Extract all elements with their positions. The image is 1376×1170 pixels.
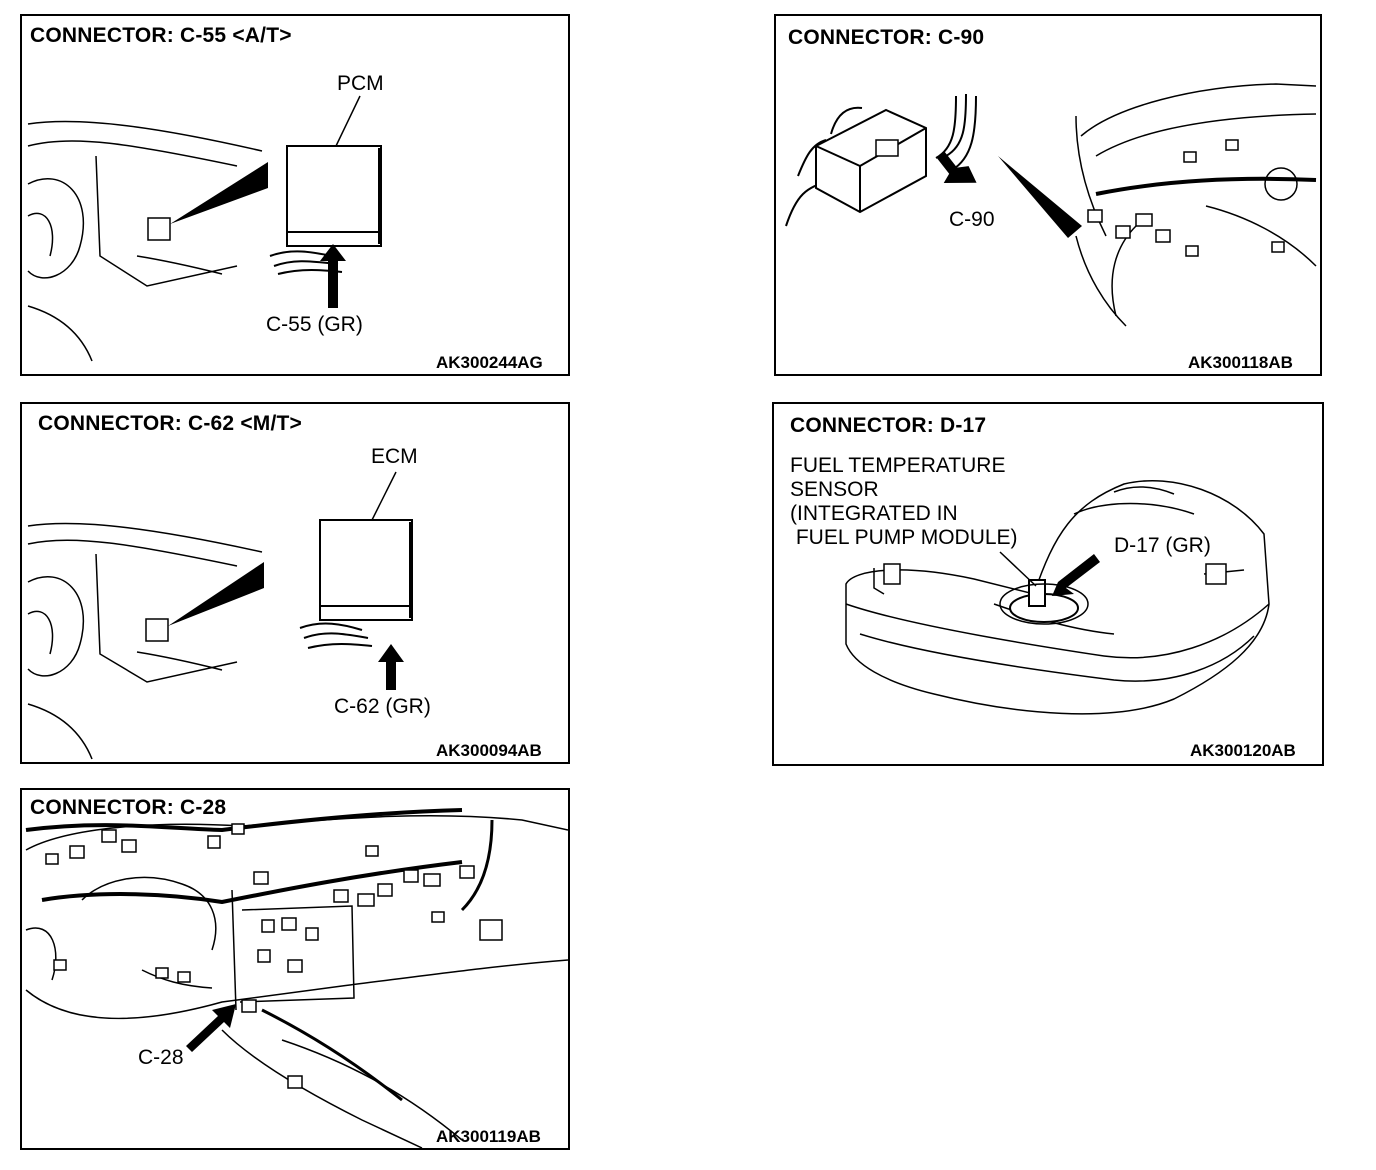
c55-connector-label: C-55 (GR) xyxy=(266,313,363,336)
c62-title: CONNECTOR: C-62 <M/T> xyxy=(38,412,303,435)
c62-figure-code: AK300094AB xyxy=(436,741,542,760)
panel-d17: CONNECTOR: D-17 FUEL TEMPERATURE SENSOR … xyxy=(772,402,1324,766)
ecm-label: ECM xyxy=(371,445,418,468)
c55-illustration xyxy=(27,95,382,362)
c28-illustration xyxy=(25,808,568,1148)
c90-figure-code: AK300118AB xyxy=(1188,353,1293,372)
d17-title: CONNECTOR: D-17 xyxy=(790,414,987,437)
c90-illustration xyxy=(785,83,1317,327)
d17-figure-code: AK300120AB xyxy=(1190,741,1296,760)
c55-title: CONNECTOR: C-55 <A/T> xyxy=(30,24,292,47)
c62-illustration xyxy=(27,471,413,760)
pcm-label: PCM xyxy=(337,72,384,95)
d17-connector-label: D-17 (GR) xyxy=(1114,534,1211,557)
c28-title: CONNECTOR: C-28 xyxy=(30,796,227,819)
c90-connector-label: C-90 xyxy=(949,208,995,231)
panel-c90: CONNECTOR: C-90 C-90 AK300118AB xyxy=(774,14,1322,376)
c28-connector-label: C-28 xyxy=(138,1046,184,1069)
fuel-temperature-sensor-label: FUEL TEMPERATURE SENSOR (INTEGRATED IN F… xyxy=(790,454,1018,549)
panel-c28: CONNECTOR: C-28 C-28 AK300119AB xyxy=(20,788,570,1150)
d17-illustration xyxy=(845,480,1270,715)
c28-figure-code: AK300119AB xyxy=(436,1127,541,1146)
c55-figure-code: AK300244AG xyxy=(436,353,543,372)
panel-c62: CONNECTOR: C-62 <M/T> ECM C-62 (GR) AK30… xyxy=(20,402,570,764)
panel-c55: CONNECTOR: C-55 <A/T> PCM C-55 (GR) AK30… xyxy=(20,14,570,376)
c90-title: CONNECTOR: C-90 xyxy=(788,26,985,49)
c62-connector-label: C-62 (GR) xyxy=(334,695,431,718)
